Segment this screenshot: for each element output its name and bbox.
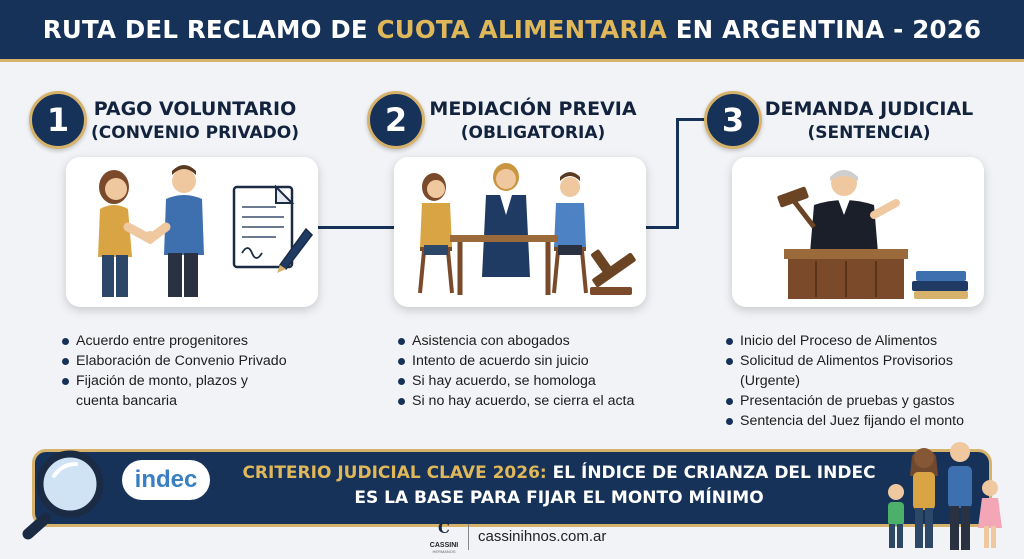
connector-line: [318, 226, 394, 229]
step-2-title-line2: (OBLIGATORIA): [460, 123, 606, 143]
connector-line: [676, 118, 710, 121]
banner-line-1: CRITERIO JUDICIAL CLAVE 2026: EL ÍNDICE …: [213, 461, 905, 486]
website-link[interactable]: cassinihnos.com.ar: [478, 528, 607, 545]
footer-divider: [468, 524, 469, 550]
step-1-illustration-card: [66, 157, 318, 307]
judge-courtroom-illustration: [777, 170, 968, 299]
step-2-title: MEDIACIÓN PREVIA (OBLIGATORIA): [418, 97, 648, 145]
banner-highlight: CRITERIO JUDICIAL CLAVE 2026:: [242, 463, 547, 483]
step-3-illustration-card: [732, 157, 984, 307]
connector-line: [676, 118, 679, 229]
step-1-title-line1: PAGO VOLUNTARIO: [93, 98, 297, 120]
step-1-number: 1: [29, 91, 87, 149]
logo-brand: CASSINI: [429, 542, 459, 549]
step-3-number: 3: [704, 91, 762, 149]
step-1-bullet-list: Acuerdo entre progenitores Elaboración d…: [60, 331, 330, 411]
magnifier-icon: [22, 450, 104, 540]
list-item: Presentación de pruebas y gastos: [724, 391, 1014, 411]
cassini-logo-mark: C: [438, 519, 450, 537]
title-prefix: RUTA DEL RECLAMO DE: [42, 15, 377, 44]
list-item: Fijación de monto, plazos y: [60, 371, 330, 391]
title-suffix: EN ARGENTINA - 2026: [667, 15, 982, 44]
list-item: Elaboración de Convenio Privado: [60, 351, 330, 371]
step-3-title-line1: DEMANDA JUDICIAL: [764, 98, 974, 120]
list-item: Intento de acuerdo sin juicio: [396, 351, 686, 371]
indec-logo: indec: [122, 460, 210, 500]
step-1-title: PAGO VOLUNTARIO (CONVENIO PRIVADO): [80, 97, 310, 145]
mediation-meeting-illustration: [418, 163, 636, 295]
list-item: Si no hay acuerdo, se cierra el acta: [396, 391, 686, 411]
step-2-title-line1: MEDIACIÓN PREVIA: [429, 98, 637, 120]
step-3-title-line2: (SENTENCIA): [807, 123, 931, 143]
list-item: Solicitud de Alimentos Provisorios: [724, 351, 1014, 371]
list-item: Asistencia con abogados: [396, 331, 686, 351]
cassini-logo: C CASSINI HERMANOS: [424, 519, 464, 554]
step-2-bullet-list: Asistencia con abogados Intento de acuer…: [396, 331, 686, 411]
step-2-number: 2: [367, 91, 425, 149]
handshake-contract-illustration: [98, 165, 313, 297]
list-item-continuation: (Urgente): [740, 373, 800, 389]
list-item: Sentencia del Juez fijando el monto: [724, 411, 1014, 431]
step-3-title: DEMANDA JUDICIAL (SENTENCIA): [754, 97, 984, 145]
header-bar: RUTA DEL RECLAMO DE CUOTA ALIMENTARIA EN…: [0, 0, 1024, 62]
connector-line: [644, 226, 678, 229]
step-1-title-line2: (CONVENIO PRIVADO): [91, 123, 299, 143]
logo-sub: HERMANOS: [432, 549, 456, 554]
step-2-illustration-card: [394, 157, 646, 307]
list-item: Si hay acuerdo, se homologa: [396, 371, 686, 391]
list-item-continuation: cuenta bancaria: [76, 393, 177, 409]
family-icon: [888, 442, 1002, 550]
step-3-bullet-list: Inicio del Proceso de Alimentos Solicitu…: [724, 331, 1014, 431]
logo-initial: C: [438, 520, 450, 536]
banner-text: CRITERIO JUDICIAL CLAVE 2026: EL ÍNDICE …: [213, 461, 905, 511]
title-highlight: CUOTA ALIMENTARIA: [376, 15, 668, 44]
banner-line-2: ES LA BASE PARA FIJAR EL MONTO MÍNIMO: [354, 488, 764, 508]
list-item: Acuerdo entre progenitores: [60, 331, 330, 351]
list-item: Inicio del Proceso de Alimentos: [724, 331, 1014, 351]
banner-line-1-rest: EL ÍNDICE DE CRIANZA DEL INDEC: [546, 463, 876, 483]
page-title: RUTA DEL RECLAMO DE CUOTA ALIMENTARIA EN…: [43, 15, 981, 44]
